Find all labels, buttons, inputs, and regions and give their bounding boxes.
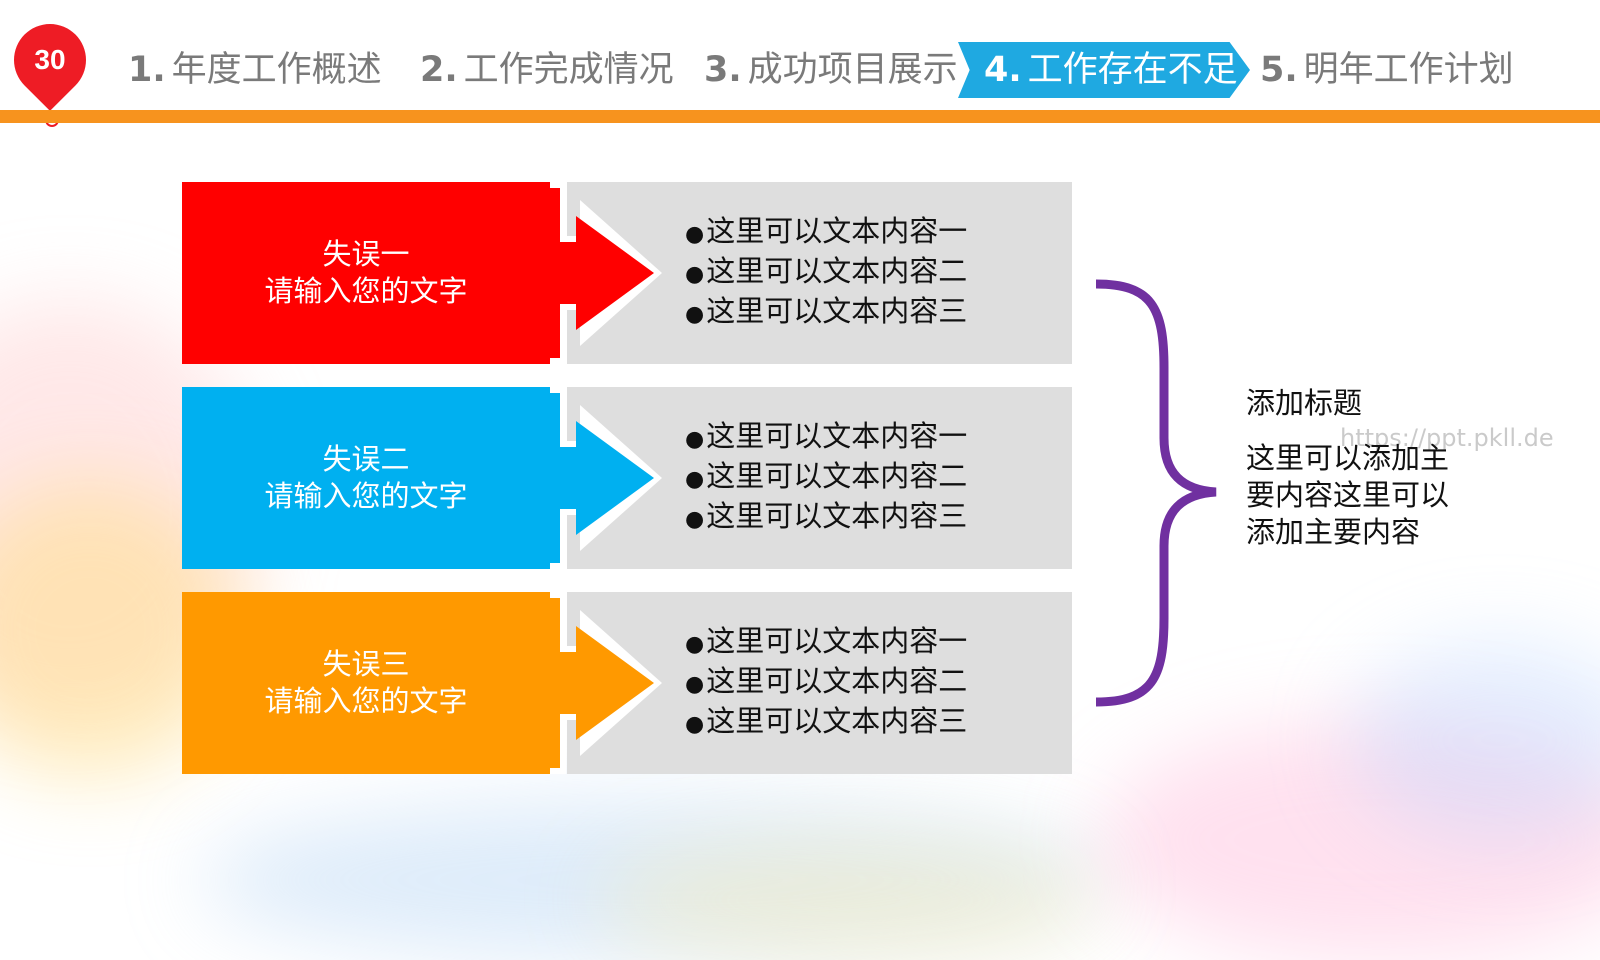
bullet-list: 这里可以文本内容一 这里可以文本内容二 这里可以文本内容三 <box>685 182 1065 364</box>
mistake-row-3: 失误三 请输入您的文字 这里可以文本内容一 这里可以文本内容二 这里可以文本内容… <box>182 592 1072 774</box>
side-body-line: 这里可以添加主 <box>1246 441 1450 475</box>
mistake-row-1: 失误一 请输入您的文字 这里可以文本内容一 这里可以文本内容二 这里可以文本内容… <box>182 182 1072 364</box>
mistake-subtitle: 请输入您的文字 <box>264 479 468 513</box>
nav-item-4[interactable]: 4.工作存在不足 <box>984 42 1238 98</box>
nav-item-number: 3. <box>704 50 742 90</box>
arrow-right-icon <box>550 182 662 364</box>
nav-item-label: 成功项目展示 <box>747 50 958 90</box>
page-number: 30 <box>34 44 66 75</box>
bullet-item: 这里可以文本内容一 <box>685 213 1065 253</box>
bullet-list: 这里可以文本内容一 这里可以文本内容二 这里可以文本内容三 <box>685 387 1065 569</box>
bullet-item: 这里可以文本内容二 <box>685 663 1065 703</box>
bullet-list: 这里可以文本内容一 这里可以文本内容二 这里可以文本内容三 <box>685 592 1065 774</box>
nav-item-number: 2. <box>420 50 458 90</box>
nav-item-number: 5. <box>1260 50 1298 90</box>
bullet-item: 这里可以文本内容二 <box>685 458 1065 498</box>
side-body-line: 添加主要内容 <box>1246 515 1421 549</box>
nav-item-number: 1. <box>128 50 166 90</box>
bullet-item: 这里可以文本内容三 <box>685 293 1065 333</box>
mistake-row-2: 失误二 请输入您的文字 这里可以文本内容一 这里可以文本内容二 这里可以文本内容… <box>182 387 1072 569</box>
mistake-label-box: 失误二 请输入您的文字 <box>182 387 550 569</box>
nav-item-5[interactable]: 5.明年工作计划 <box>1260 42 1514 98</box>
nav-item-label: 工作完成情况 <box>463 50 674 90</box>
nav-item-label: 工作存在不足 <box>1027 50 1238 90</box>
mistake-subtitle: 请输入您的文字 <box>264 684 468 718</box>
bullet-item: 这里可以文本内容二 <box>685 253 1065 293</box>
arrow-right-icon <box>550 387 662 569</box>
bullet-item: 这里可以文本内容一 <box>685 418 1065 458</box>
bullet-item: 这里可以文本内容三 <box>685 703 1065 743</box>
nav-item-3[interactable]: 3.成功项目展示 <box>704 42 958 98</box>
nav-item-1[interactable]: 1.年度工作概述 <box>128 42 382 98</box>
mistake-subtitle: 请输入您的文字 <box>264 274 468 308</box>
arrow-right-icon <box>550 592 662 774</box>
nav-item-number: 4. <box>984 50 1022 90</box>
mistake-label-box: 失误一 请输入您的文字 <box>182 182 550 364</box>
side-body: 这里可以添加主 要内容这里可以 添加主要内容 <box>1246 440 1486 551</box>
bullet-item: 这里可以文本内容一 <box>685 623 1065 663</box>
watermark-text: https://ppt.pkll.de <box>1340 424 1554 452</box>
side-body-line: 要内容这里可以 <box>1246 478 1450 512</box>
side-title: 添加标题 <box>1246 386 1363 420</box>
nav-item-label: 年度工作概述 <box>171 50 382 90</box>
header-divider-bar <box>0 110 1600 123</box>
mistake-title: 失误一 <box>322 237 410 271</box>
nav-item-2[interactable]: 2.工作完成情况 <box>420 42 674 98</box>
nav-active-highlight <box>958 42 1250 98</box>
mistake-label-box: 失误三 请输入您的文字 <box>182 592 550 774</box>
bullet-item: 这里可以文本内容三 <box>685 498 1065 538</box>
mistake-title: 失误二 <box>322 442 410 476</box>
mistake-title: 失误三 <box>322 647 410 681</box>
nav-item-label: 明年工作计划 <box>1303 50 1514 90</box>
curly-brace-icon <box>1095 279 1217 707</box>
